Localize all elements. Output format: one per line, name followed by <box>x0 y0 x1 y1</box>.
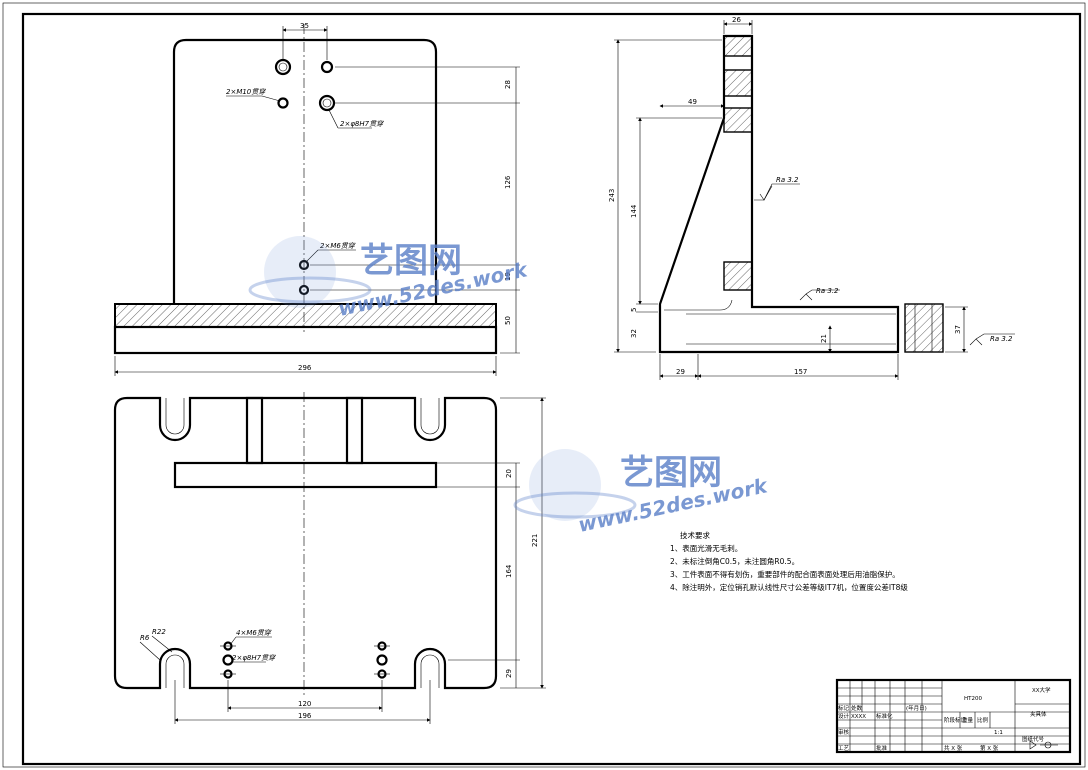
dim-243: 243 <box>608 189 616 202</box>
svg-text:标准化: 标准化 <box>876 712 893 720</box>
hole-lower-2 <box>298 284 310 296</box>
dim-19: 19 <box>504 272 512 281</box>
dim-157: 157 <box>794 368 807 376</box>
hole-lower-1 <box>298 259 310 271</box>
dim-126: 126 <box>504 175 512 189</box>
dim-50: 50 <box>504 316 512 325</box>
svg-text:批准: 批准 <box>876 744 888 752</box>
roughness-1: Ra 3.2 <box>776 176 799 184</box>
svg-text:1:1: 1:1 <box>994 730 1003 736</box>
svg-text:艺图网: 艺图网 <box>360 241 462 281</box>
svg-text:设计: 设计 <box>838 712 850 720</box>
dim-164: 164 <box>505 564 513 578</box>
inner-border <box>21 12 1082 766</box>
svg-text:(年月日): (年月日) <box>906 704 927 712</box>
callout-m10: 2×M10贯穿 <box>226 88 266 96</box>
svg-text:夹具体: 夹具体 <box>1030 710 1047 718</box>
svg-text:工艺: 工艺 <box>838 745 850 752</box>
tech-requirements: 技术要求 1、表面光滑无毛刺。 2、未标注倒角C0.5，未注圆角R0.5。 3、… <box>670 530 908 592</box>
callout-m6-front: 2×M6贯穿 <box>320 242 356 250</box>
dim-top-spacing: 35 <box>300 22 309 30</box>
dim-29: 29 <box>505 669 513 678</box>
roughness-2: Ra 3.2 <box>816 287 839 295</box>
dim-28: 28 <box>504 80 512 89</box>
hole-mid-left <box>277 97 289 109</box>
callout-pin-front: 2×φ8H7贯穿 <box>340 120 384 128</box>
svg-text:1、表面光滑无毛刺。: 1、表面光滑无毛刺。 <box>670 543 742 553</box>
dim-37: 37 <box>954 325 962 334</box>
svg-text:XX大学: XX大学 <box>1032 686 1051 694</box>
svg-text:图纸代号: 图纸代号 <box>1022 735 1045 743</box>
dim-21: 21 <box>820 334 828 343</box>
svg-text:3、工件表面不得有划伤，重要部件的配合面表面处理后用油脂保护: 3、工件表面不得有划伤，重要部件的配合面表面处理后用油脂保护。 <box>670 569 900 579</box>
dim-196: 196 <box>298 712 312 720</box>
dim-221: 221 <box>531 534 539 547</box>
dim-20: 20 <box>505 469 513 478</box>
svg-text:第 X 张: 第 X 张 <box>980 744 999 752</box>
svg-text:技术要求: 技术要求 <box>680 530 710 540</box>
watermark-lower: 艺图网 www.52des.work <box>513 449 771 537</box>
roughness-3: Ra 3.2 <box>990 335 1013 343</box>
top-view: 20 221 164 29 120 196 R22 R6 4×M6贯穿 2×φ8… <box>113 392 546 724</box>
callout-pin-top: 2×φ8H7贯穿 <box>232 654 276 662</box>
dim-5: 5 <box>630 308 638 312</box>
svg-text:2、未标注倒角C0.5，未注圆角R0.5。: 2、未标注倒角C0.5，未注圆角R0.5。 <box>670 556 799 566</box>
svg-text:HT200: HT200 <box>964 696 982 702</box>
dim-26: 26 <box>732 16 741 24</box>
side-view: 26 49 243 144 5 32 21 37 29 157 Ra 3.2 R… <box>608 16 1015 380</box>
svg-text:共 X 张: 共 X 张 <box>944 744 963 752</box>
svg-text:阶段标记: 阶段标记 <box>944 716 967 724</box>
dim-49: 49 <box>688 98 697 106</box>
title-block: HT200 XX大学 夹具体 图纸代号 1:1 阶段标记 重量 比例 共 X 张… <box>835 678 1072 754</box>
svg-text:处数: 处数 <box>851 704 863 712</box>
svg-text:比例: 比例 <box>977 716 989 724</box>
svg-text:审核: 审核 <box>838 728 850 736</box>
hole-mid-right <box>318 94 336 112</box>
svg-text:标记: 标记 <box>838 704 850 712</box>
svg-text:艺图网: 艺图网 <box>620 453 722 493</box>
dim-120: 120 <box>298 700 311 708</box>
svg-text:4、除注明外，定位销孔默认线性尺寸公差等级IT7机，位置度公: 4、除注明外，定位销孔默认线性尺寸公差等级IT7机，位置度公差IT8级 <box>670 582 908 592</box>
svg-text:XXXX: XXXX <box>851 714 866 720</box>
dim-29-side: 29 <box>676 368 685 376</box>
front-view: 35 28 126 19 50 296 2×M10贯穿 2×φ8H7贯穿 2×M… <box>113 22 520 376</box>
callout-m6-top: 4×M6贯穿 <box>236 629 272 637</box>
hole-upper-left <box>274 58 292 76</box>
hole-upper-right <box>320 60 334 74</box>
dim-296: 296 <box>298 364 312 372</box>
dim-144: 144 <box>630 204 638 218</box>
dim-r22: R22 <box>152 628 166 636</box>
svg-text:重量: 重量 <box>962 716 974 724</box>
dim-r6: R6 <box>140 634 150 642</box>
dim-32: 32 <box>630 329 638 338</box>
upright-section <box>173 461 438 489</box>
